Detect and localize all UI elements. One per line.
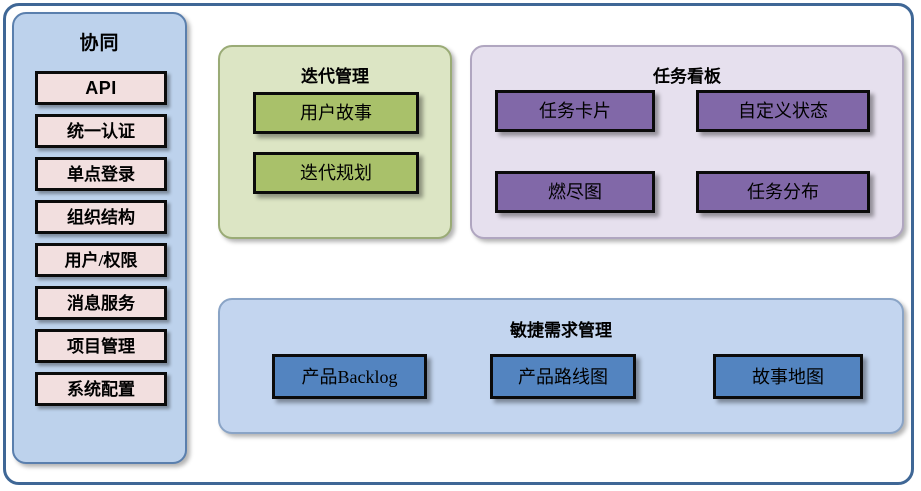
sidebar-item-api[interactable]: API bbox=[35, 71, 167, 105]
sidebar-item-user-permission[interactable]: 用户/权限 bbox=[35, 243, 167, 277]
agile-box-product-roadmap[interactable]: 产品路线图 bbox=[490, 354, 636, 399]
panel-collaboration-title: 协同 bbox=[79, 33, 120, 54]
agile-box-product-backlog[interactable]: 产品Backlog bbox=[272, 354, 427, 399]
taskboard-box-burndown-chart[interactable]: 燃尽图 bbox=[495, 171, 655, 213]
panel-task-board: 任务看板 任务卡片 自定义状态 燃尽图 任务分布 bbox=[470, 45, 904, 239]
agile-box-story-map[interactable]: 故事地图 bbox=[713, 354, 863, 399]
collaboration-item-list: API 统一认证 单点登录 组织结构 用户/权限 消息服务 项目管理 系统配置 bbox=[35, 71, 167, 415]
sidebar-item-single-sign-on[interactable]: 单点登录 bbox=[35, 157, 167, 191]
sidebar-item-org-structure[interactable]: 组织结构 bbox=[35, 200, 167, 234]
taskboard-box-task-card[interactable]: 任务卡片 bbox=[495, 90, 655, 132]
panel-agile-requirements-title: 敏捷需求管理 bbox=[510, 321, 612, 340]
iteration-box-user-story[interactable]: 用户故事 bbox=[253, 92, 419, 134]
sidebar-item-system-config[interactable]: 系统配置 bbox=[35, 372, 167, 406]
sidebar-item-project-management[interactable]: 项目管理 bbox=[35, 329, 167, 363]
sidebar-item-unified-auth[interactable]: 统一认证 bbox=[35, 114, 167, 148]
taskboard-box-task-distribution[interactable]: 任务分布 bbox=[696, 171, 870, 213]
taskboard-box-custom-status[interactable]: 自定义状态 bbox=[696, 90, 870, 132]
iteration-box-iteration-planning[interactable]: 迭代规划 bbox=[253, 152, 419, 194]
panel-iteration-management: 迭代管理 用户故事 迭代规划 bbox=[218, 45, 452, 239]
panel-collaboration: 协同 API 统一认证 单点登录 组织结构 用户/权限 消息服务 项目管理 系统… bbox=[12, 12, 187, 464]
sidebar-item-message-service[interactable]: 消息服务 bbox=[35, 286, 167, 320]
panel-agile-requirements: 敏捷需求管理 产品Backlog 产品路线图 故事地图 bbox=[218, 298, 904, 434]
panel-iteration-title: 迭代管理 bbox=[301, 67, 369, 86]
panel-task-board-title: 任务看板 bbox=[653, 67, 721, 86]
